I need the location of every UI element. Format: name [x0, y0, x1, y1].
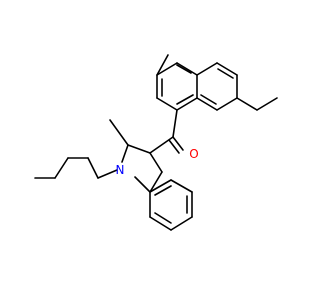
- nitrogen-atom-label: N: [116, 163, 125, 177]
- bond: [149, 179, 172, 193]
- bond: [256, 97, 278, 111]
- bond: [176, 97, 198, 111]
- bond: [216, 97, 238, 111]
- naphthalene-ring-b: [196, 62, 238, 111]
- bond: [54, 157, 69, 179]
- bond: [170, 216, 193, 231]
- pentyl-chain: [34, 157, 118, 179]
- bond-inner: [154, 185, 172, 196]
- bond: [196, 97, 218, 111]
- indole-benzene-ring: [149, 179, 193, 231]
- methyl-group: [109, 119, 129, 146]
- bond-inner: [217, 68, 234, 79]
- indole-pyrrole-ring: [121, 144, 163, 193]
- bond: [109, 119, 129, 146]
- bond: [172, 109, 178, 138]
- bond: [236, 97, 258, 111]
- bond: [134, 176, 151, 193]
- bond-inner: [176, 64, 192, 74]
- naphthalene-ring-a: [156, 54, 198, 111]
- carbonyl-bond-second: [168, 139, 180, 154]
- bond: [87, 157, 99, 179]
- bond-inner: [176, 94, 194, 105]
- oxygen-atom-label: O: [189, 147, 198, 161]
- bond: [216, 62, 238, 76]
- bond: [149, 136, 174, 154]
- bond: [97, 169, 118, 179]
- ethyl-group: [236, 97, 278, 111]
- ketone-linker: [149, 109, 184, 154]
- bond-inner: [154, 212, 172, 224]
- bond: [156, 97, 178, 111]
- bond-inner: [200, 94, 217, 105]
- bond: [156, 62, 178, 76]
- bond: [176, 62, 198, 76]
- bond: [196, 62, 218, 76]
- chemical-structure-diagram: O N: [34, 54, 278, 231]
- bond: [156, 54, 169, 76]
- carbonyl-bond: [172, 136, 184, 151]
- diagram-canvas: O N: [34, 54, 278, 231]
- bond: [149, 216, 172, 231]
- bond: [127, 144, 151, 154]
- bond: [149, 152, 163, 173]
- bond: [121, 144, 129, 163]
- bond: [149, 171, 163, 193]
- bond: [170, 179, 193, 193]
